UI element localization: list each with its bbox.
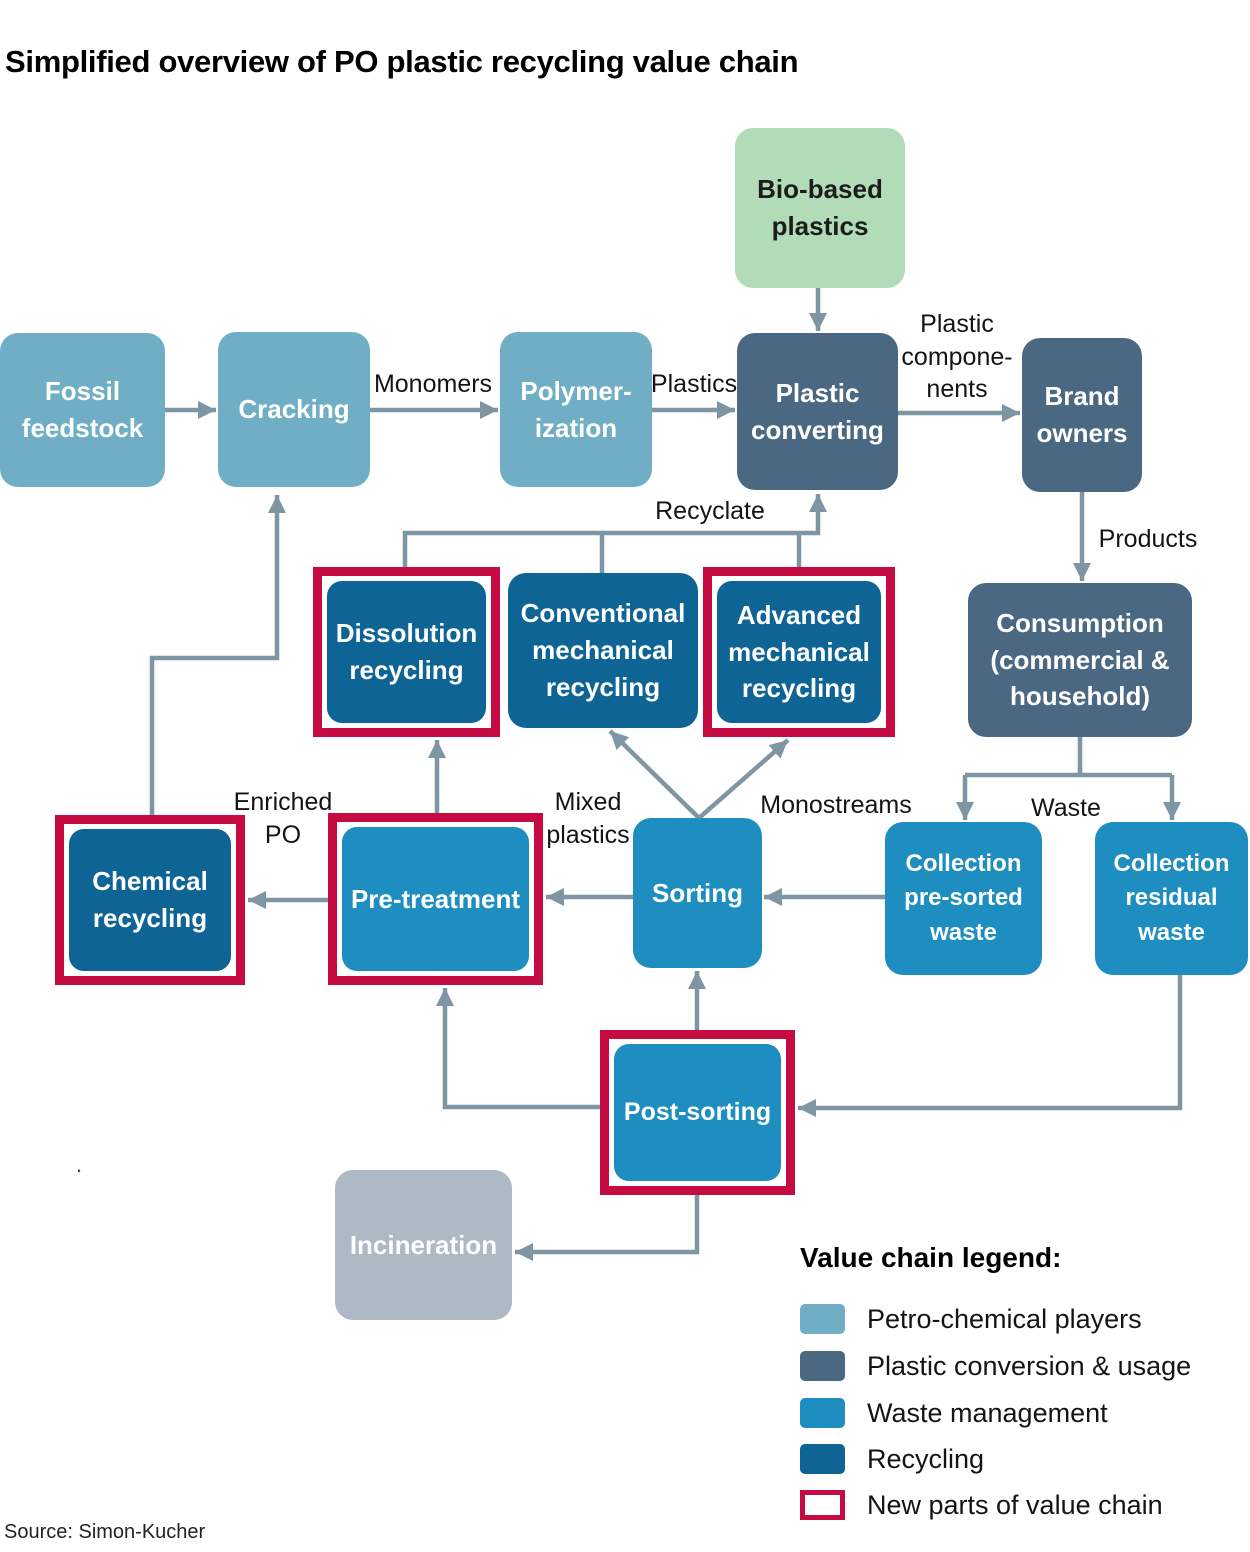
node-chemical-recycling-label: Chemical recycling [92, 866, 208, 933]
node-advanced-mechanical-recycling: Advanced mechanical recycling [703, 567, 895, 737]
legend-row-plastic-conversion: Plastic conversion & usage [800, 1349, 1191, 1383]
node-incineration: Incineration [335, 1170, 512, 1320]
node-pre-treatment-label: Pre-treatment [350, 883, 521, 914]
node-post-sorting-box: Post-sorting [614, 1044, 781, 1181]
edge-sorting-to-advanced [697, 738, 790, 820]
node-incineration-label: Incineration [349, 1229, 498, 1260]
edge-recyclate-to-converting [402, 494, 827, 567]
node-post-sorting: Post-sorting [600, 1030, 795, 1195]
edge-label-recyclate: Recyclate [655, 497, 765, 525]
legend-label-plastic-conversion: Plastic conversion & usage [867, 1350, 1192, 1381]
node-plastic-converting-label: Plastic converting [751, 377, 884, 445]
edge-label-enriched-po: Enriched PO [233, 788, 333, 849]
node-conventional-mechanical-recycling: Conventional mechanical recycling [508, 573, 698, 728]
node-dissolution-recycling-label: Dissolution recycling [335, 618, 478, 685]
node-bio-based-plastics: Bio-based plastics [735, 128, 905, 288]
edge-label-monostreams: Monostreams [760, 791, 912, 819]
legend-row-recycling: Recycling [800, 1442, 984, 1476]
node-consumption-label: Consumption (commercial & household) [990, 607, 1170, 712]
node-conventional-mechanical-recycling-label: Conventional mechanical recycling [520, 598, 686, 702]
edge-sorting-to-conventional [608, 729, 701, 820]
node-plastic-converting: Plastic converting [737, 333, 898, 490]
node-bio-based-plastics-label: Bio-based plastics [757, 174, 883, 241]
legend-label-waste-management: Waste management [867, 1397, 1108, 1428]
node-collection-residual-waste: Collection residual waste [1095, 822, 1248, 975]
node-cracking: Cracking [218, 332, 370, 487]
edge-postsorting-to-pretreatment [436, 988, 600, 1110]
node-chemical-recycling-box: Chemical recycling [69, 829, 231, 971]
stray-mark: . [76, 1152, 83, 1177]
node-collection-residual-waste-label: Collection residual waste [1113, 850, 1230, 946]
edge-postsorting-to-incineration [515, 1195, 700, 1261]
edge-label-waste: Waste [1031, 794, 1101, 822]
node-sorting: Sorting [633, 818, 762, 968]
node-post-sorting-label: Post-sorting [623, 1097, 772, 1126]
node-brand-owners: Brand owners [1022, 338, 1142, 492]
node-collection-pre-sorted-waste-label: Collection pre-sorted waste [904, 850, 1023, 946]
node-polymerization: Polymer- ization [500, 332, 652, 487]
node-brand-owners-label: Brand owners [1036, 381, 1128, 448]
node-dissolution-recycling: Dissolution recycling [313, 567, 500, 737]
page-title: Simplified overview of PO plastic recycl… [5, 44, 799, 79]
node-pre-treatment-box: Pre-treatment [342, 827, 529, 971]
source-note: Source: Simon-Kucher [4, 1521, 206, 1543]
legend-row-waste-management: Waste management [800, 1396, 1108, 1430]
node-cracking-label: Cracking [238, 394, 350, 425]
edge-chemical-to-cracking [149, 495, 286, 815]
edge-label-products: Products [1098, 525, 1198, 553]
node-collection-pre-sorted-waste: Collection pre-sorted waste [885, 822, 1042, 975]
edge-residual-to-postsorting [798, 975, 1183, 1117]
node-chemical-recycling: Chemical recycling [55, 815, 245, 985]
legend-title: Value chain legend: [800, 1242, 1062, 1273]
node-fossil-feedstock: Fossil feedstock [0, 333, 165, 487]
node-advanced-mechanical-recycling-label: Advanced mechanical recycling [728, 599, 870, 704]
legend-swatch-plastic-conversion [800, 1351, 845, 1381]
edge-label-monomers: Monomers [373, 370, 493, 398]
edge-label-mixed-plastics: Mixed plastics [546, 788, 630, 849]
node-advanced-mechanical-recycling-box: Advanced mechanical recycling [717, 581, 881, 723]
legend-swatch-petro-chemical [800, 1304, 845, 1334]
node-pre-treatment: Pre-treatment [328, 813, 543, 985]
edge-label-plastics: Plastics [650, 370, 738, 398]
legend-swatch-recycling [800, 1444, 845, 1474]
node-fossil-feedstock-label: Fossil feedstock [21, 376, 144, 443]
legend-label-new-parts: New parts of value chain [867, 1489, 1163, 1520]
node-dissolution-recycling-box: Dissolution recycling [327, 581, 486, 723]
legend-label-recycling: Recycling [867, 1443, 985, 1474]
edge-label-plastic-components: Plastic compone- nents [901, 310, 1013, 403]
node-polymerization-label: Polymer- ization [520, 375, 632, 443]
legend-row-new-parts: New parts of value chain [800, 1488, 1163, 1522]
legend-label-petro-chemical: Petro-chemical players [867, 1303, 1142, 1334]
legend-swatch-new-parts [800, 1490, 845, 1520]
legend-swatch-waste-management [800, 1398, 845, 1428]
node-sorting-label: Sorting [652, 877, 743, 908]
legend-row-petro-chemical: Petro-chemical players [800, 1302, 1142, 1336]
node-consumption: Consumption (commercial & household) [968, 583, 1192, 737]
